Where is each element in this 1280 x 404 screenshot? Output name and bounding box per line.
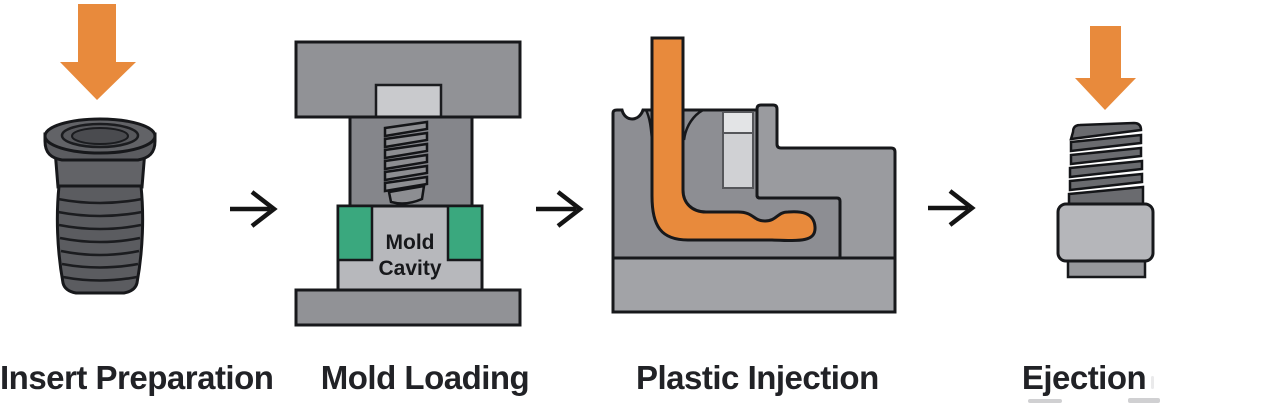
bottom-platen [294, 288, 522, 327]
ejected-part-threads [1067, 121, 1145, 208]
down-arrow-icon [1075, 26, 1136, 110]
step-label-mold-loading: Mold Loading [320, 359, 530, 396]
embedded-insert-body [722, 132, 754, 189]
plastic-injection-illustration [611, 36, 897, 314]
threaded-insert-part [43, 117, 157, 295]
thread-ridges [57, 197, 143, 282]
crop-artifact [1128, 398, 1160, 403]
step-label-ejection: Ejection [1021, 359, 1147, 396]
embedded-insert-top [722, 111, 754, 134]
step-label-insert-preparation: Insert Preparation [0, 359, 274, 396]
crop-artifact [1151, 376, 1154, 389]
crop-artifact [1028, 399, 1062, 403]
green-seal-left [336, 204, 374, 262]
molten-plastic-flow [650, 36, 817, 242]
process-arrow-icon [536, 190, 584, 228]
loaded-insert-screw [383, 120, 429, 205]
mold-loading-illustration: Mold Cavity [294, 40, 522, 327]
mold-cavity-label-line1: Mold [386, 231, 435, 254]
mold-cavity-label-line2: Cavity [378, 257, 441, 280]
down-arrow-icon [60, 4, 136, 100]
insert-preparation-illustration [43, 4, 157, 295]
ejection-illustration [1056, 26, 1155, 279]
process-arrow-icon [928, 189, 976, 227]
upper-mold-block [755, 103, 897, 260]
ejected-part-body [1056, 202, 1155, 263]
step-label-plastic-injection: Plastic Injection [636, 359, 879, 396]
process-arrow-icon [230, 190, 278, 228]
green-seal-right [446, 204, 484, 262]
core-pin-head [374, 83, 443, 120]
mold-base-plate [611, 256, 897, 314]
